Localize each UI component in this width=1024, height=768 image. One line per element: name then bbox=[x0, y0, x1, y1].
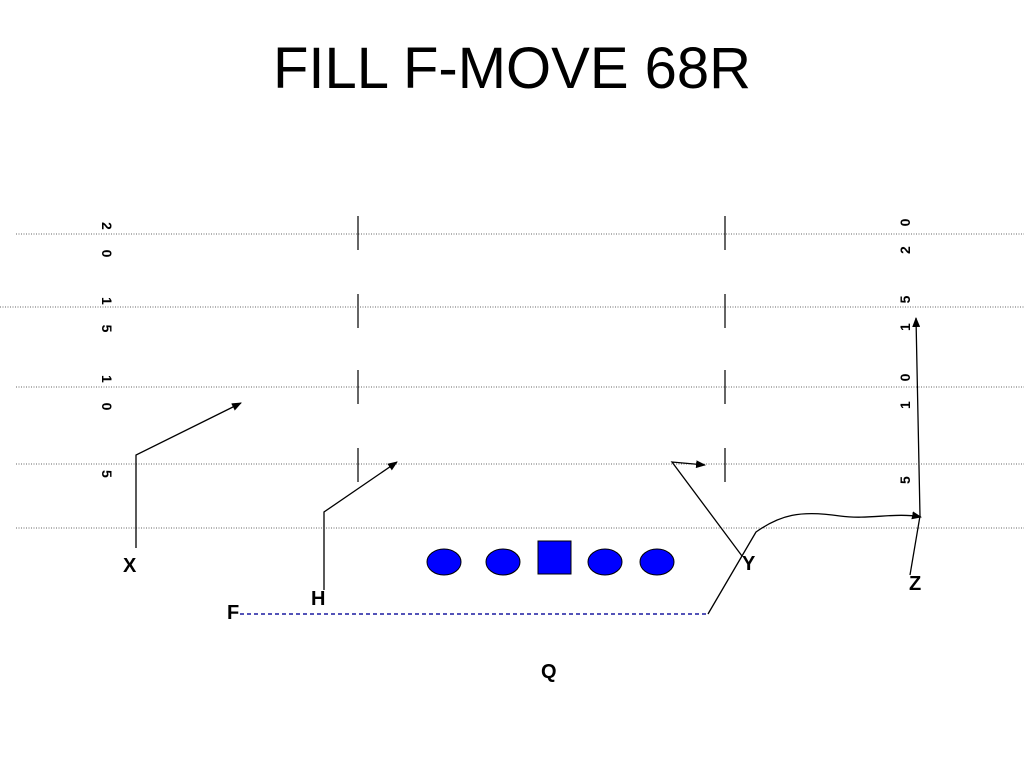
x-route bbox=[135, 402, 242, 548]
z-route-corner bbox=[909, 317, 921, 576]
yard-number-right-10: 1 0 bbox=[897, 366, 913, 409]
yard-number-left-10: 1 0 bbox=[99, 375, 115, 418]
left-tackle bbox=[426, 548, 462, 576]
yard-number-right-20: 2 0 bbox=[897, 211, 913, 254]
hash-marks bbox=[357, 216, 726, 482]
routes bbox=[135, 317, 922, 615]
yard-number-left-5: 5 bbox=[99, 470, 115, 486]
right-guard bbox=[587, 548, 623, 576]
player-q-label: Q bbox=[541, 661, 557, 683]
player-h-label: H bbox=[311, 588, 325, 610]
player-x-label: X bbox=[123, 555, 137, 577]
center bbox=[537, 540, 572, 575]
y-route bbox=[670, 460, 743, 557]
yard-number-right-15: 1 5 bbox=[897, 288, 913, 331]
player-z-label: Z bbox=[909, 573, 921, 595]
player-labels: X H F Y Z Q bbox=[123, 553, 921, 683]
yard-numbers-right: 2 0 1 5 1 0 5 bbox=[897, 211, 913, 484]
f-motion-route bbox=[707, 511, 922, 615]
player-f-label: F bbox=[227, 602, 239, 624]
yard-number-left-15: 1 5 bbox=[99, 297, 115, 340]
h-route bbox=[323, 461, 398, 590]
left-guard bbox=[485, 548, 521, 576]
player-y-label: Y bbox=[742, 553, 756, 575]
yard-lines bbox=[0, 233, 1024, 529]
yard-numbers-left: 2 0 1 5 1 0 5 bbox=[99, 222, 115, 486]
right-tackle bbox=[639, 548, 675, 576]
yard-number-right-5: 5 bbox=[897, 468, 913, 484]
offensive-line bbox=[426, 540, 675, 576]
yard-number-left-20: 2 0 bbox=[99, 222, 115, 265]
slide-title: FILL F-MOVE 68R bbox=[272, 36, 752, 101]
